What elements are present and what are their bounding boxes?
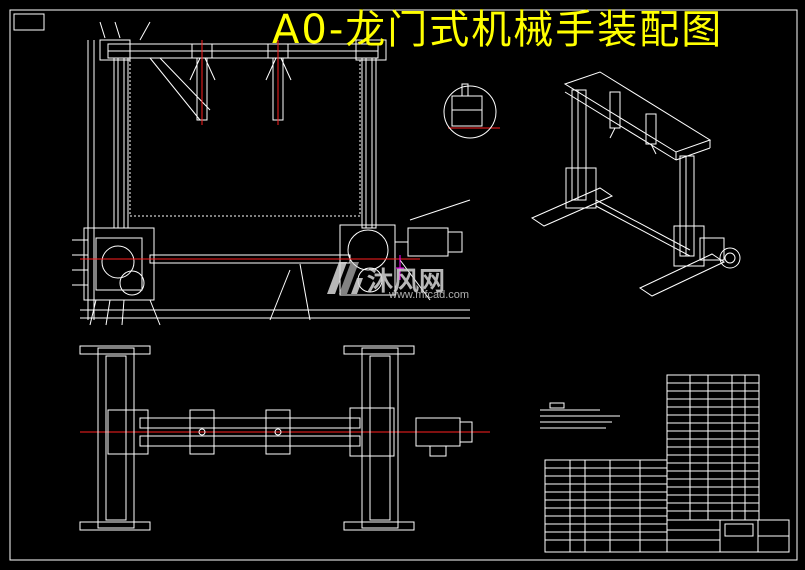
center-lines bbox=[80, 40, 500, 433]
sheet-border bbox=[9, 9, 798, 561]
watermark-brand: 沐风网 bbox=[367, 267, 446, 297]
accent-marks bbox=[396, 255, 404, 280]
front-view bbox=[72, 21, 471, 326]
watermark: 沐风网 www.mfcad.com bbox=[325, 258, 505, 304]
top-view bbox=[79, 345, 473, 531]
technical-notes bbox=[540, 402, 620, 429]
mf-logo-icon bbox=[327, 262, 363, 294]
watermark-url: www.mfcad.com bbox=[389, 289, 470, 301]
title-block bbox=[666, 519, 790, 553]
detail-view bbox=[443, 83, 497, 139]
parts-list-table bbox=[544, 374, 760, 553]
isometric-view bbox=[530, 71, 741, 297]
drawing-title: A0-龙门式机械手装配图 bbox=[272, 7, 724, 53]
